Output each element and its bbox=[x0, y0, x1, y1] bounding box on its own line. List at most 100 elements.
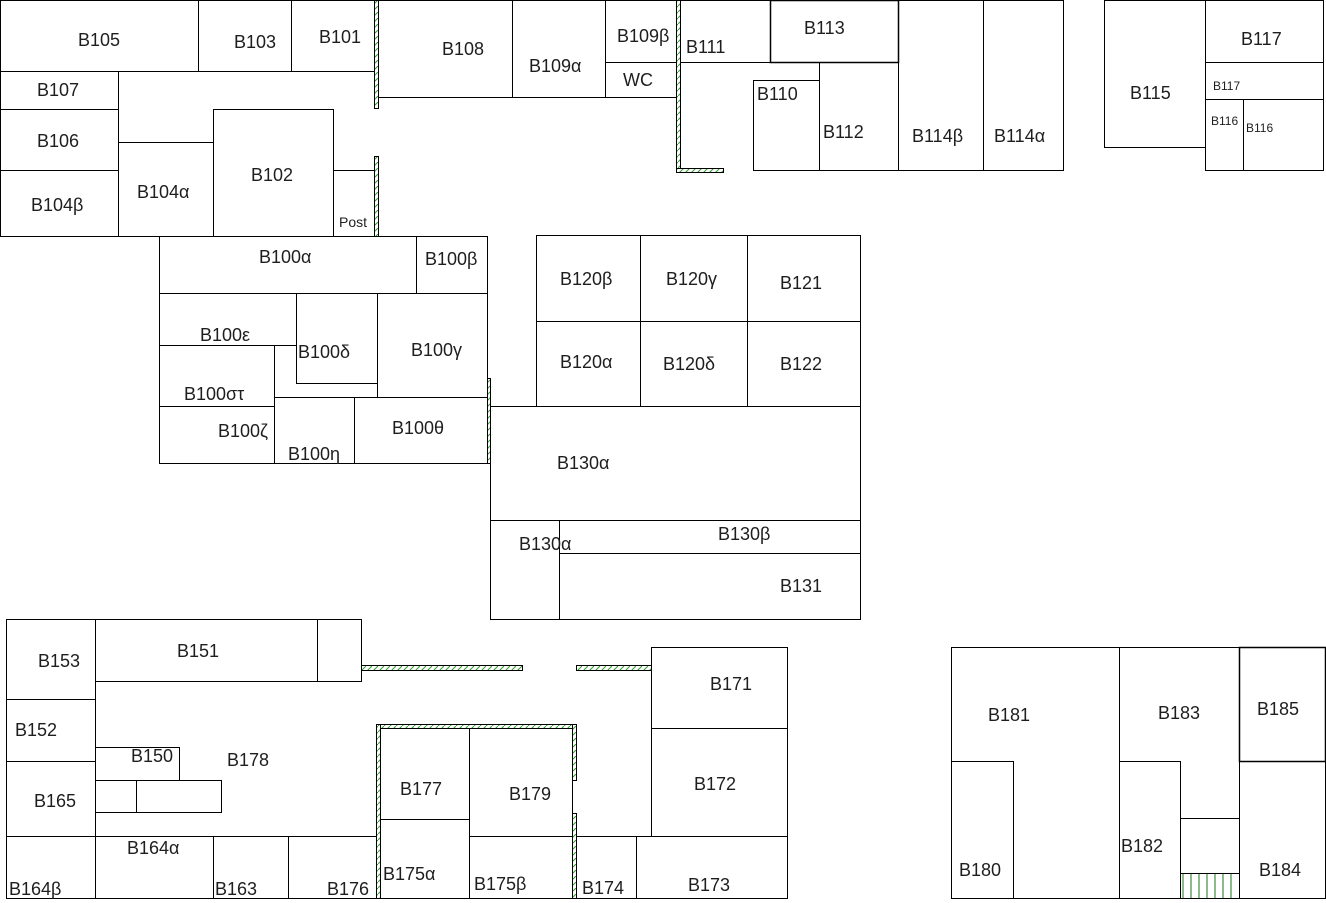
room-b150-sub-b[interactable] bbox=[136, 780, 222, 813]
label-wc: WC bbox=[623, 70, 653, 90]
label-b120a: B120α bbox=[560, 352, 612, 372]
label-b120b: B120β bbox=[560, 269, 612, 289]
block-b115-b117 bbox=[1104, 0, 1324, 171]
label-b120g: B120γ bbox=[666, 269, 717, 289]
label-b104b: B104β bbox=[31, 195, 83, 215]
label-b130a-lower: B130α bbox=[519, 534, 571, 554]
label-b116-a: B116 bbox=[1211, 114, 1238, 128]
room-b116-b[interactable] bbox=[1243, 99, 1324, 171]
label-b130a: B130α bbox=[557, 453, 609, 473]
label-b177: B177 bbox=[400, 779, 442, 799]
label-b116-b: B116 bbox=[1246, 121, 1273, 135]
label-b114b: B114β bbox=[912, 126, 963, 146]
room-b114a[interactable] bbox=[983, 0, 1064, 171]
label-b104a: B104α bbox=[137, 182, 189, 202]
block-b108-b114 bbox=[378, 0, 1064, 173]
label-b110: B110 bbox=[757, 84, 798, 104]
label-b151: B151 bbox=[177, 641, 219, 661]
label-b173: B173 bbox=[688, 875, 730, 895]
label-b131: B131 bbox=[780, 576, 822, 596]
label-b175b: B175β bbox=[474, 874, 526, 894]
hatched-wall bbox=[572, 813, 577, 899]
room-b150-sub-a[interactable] bbox=[95, 780, 137, 813]
label-b178: B178 bbox=[227, 750, 269, 770]
room-b115[interactable] bbox=[1104, 0, 1206, 148]
label-b180: B180 bbox=[959, 860, 1001, 880]
hatched-wall bbox=[374, 0, 379, 109]
block-b150-b179 bbox=[6, 619, 788, 899]
room-b177[interactable] bbox=[380, 728, 470, 820]
room-b180[interactable] bbox=[951, 761, 1014, 899]
label-b113: B113 bbox=[804, 18, 845, 38]
label-b175a: B175α bbox=[383, 864, 435, 884]
room-labels: B105 B103 B101 B107 B106 B104β B104α B10… bbox=[9, 18, 1301, 899]
label-b100h: B100η bbox=[288, 444, 340, 464]
label-b150: B150 bbox=[131, 746, 173, 766]
label-b100g: B100γ bbox=[411, 340, 462, 360]
label-b171: B171 bbox=[710, 674, 752, 694]
room-b131[interactable] bbox=[559, 553, 861, 620]
room-b112[interactable] bbox=[819, 62, 899, 171]
label-b176: B176 bbox=[327, 879, 369, 899]
room-b179[interactable] bbox=[469, 728, 573, 837]
label-b117: B117 bbox=[1241, 29, 1282, 49]
label-b109b: B109β bbox=[617, 26, 669, 46]
label-b100a: B100α bbox=[259, 247, 311, 267]
label-b164b: B164β bbox=[9, 879, 61, 899]
label-b112: B112 bbox=[823, 122, 864, 142]
label-b165: B165 bbox=[34, 791, 76, 811]
label-b114a: B114α bbox=[994, 126, 1045, 146]
label-b122: B122 bbox=[780, 354, 822, 374]
label-b100th: B100θ bbox=[392, 418, 444, 438]
hatched-wall bbox=[576, 665, 652, 671]
room-b172[interactable] bbox=[651, 728, 788, 837]
room-b182[interactable] bbox=[1119, 761, 1181, 899]
label-b100z: B100ζ bbox=[218, 421, 268, 441]
room-b100d[interactable] bbox=[296, 293, 378, 384]
room-b175b[interactable] bbox=[469, 836, 573, 899]
label-b111: B111 bbox=[686, 37, 725, 57]
label-b117-small: B117 bbox=[1213, 79, 1240, 93]
label-b185: B185 bbox=[1257, 699, 1299, 719]
label-b121: B121 bbox=[780, 273, 822, 293]
hatched-wall bbox=[376, 724, 381, 899]
label-b100d: B100δ bbox=[298, 342, 350, 362]
label-b164a: B164α bbox=[127, 838, 179, 858]
label-b108: B108 bbox=[442, 39, 484, 59]
hatched-wall bbox=[676, 168, 724, 173]
room-b130b[interactable] bbox=[559, 520, 861, 554]
label-b100b: B100β bbox=[425, 249, 477, 269]
room-b130a[interactable] bbox=[490, 406, 861, 521]
label-b115: B115 bbox=[1130, 83, 1171, 103]
stairs bbox=[1182, 874, 1232, 898]
room-b183-sub[interactable] bbox=[1180, 818, 1240, 874]
label-b103: B103 bbox=[234, 32, 276, 52]
label-b152: B152 bbox=[15, 720, 57, 740]
hatched-wall bbox=[676, 0, 681, 171]
label-b102: B102 bbox=[251, 165, 293, 185]
hatched-wall bbox=[374, 156, 379, 237]
label-b100e: B100ε bbox=[200, 325, 250, 345]
room-b151-annex[interactable] bbox=[317, 619, 362, 682]
label-b105: B105 bbox=[78, 30, 120, 50]
label-b120d: B120δ bbox=[663, 354, 715, 374]
label-b181: B181 bbox=[988, 705, 1030, 725]
room-b116-a[interactable] bbox=[1205, 99, 1244, 171]
label-b163: B163 bbox=[215, 879, 257, 899]
label-b184: B184 bbox=[1259, 860, 1301, 880]
room-b175a[interactable] bbox=[380, 819, 470, 899]
room-b109a[interactable] bbox=[512, 0, 606, 98]
label-post: Post bbox=[339, 214, 367, 230]
label-b174: B174 bbox=[582, 878, 624, 898]
hatched-wall bbox=[361, 665, 523, 671]
room-b183[interactable] bbox=[1119, 647, 1240, 899]
label-b100st: B100στ bbox=[184, 384, 244, 404]
label-b172: B172 bbox=[694, 774, 736, 794]
hatched-wall bbox=[572, 724, 577, 781]
label-b153: B153 bbox=[38, 651, 80, 671]
label-b183: B183 bbox=[1158, 703, 1200, 723]
block-b120-b131 bbox=[490, 235, 861, 620]
hatched-wall bbox=[376, 724, 577, 729]
label-b109a: B109α bbox=[529, 56, 581, 76]
